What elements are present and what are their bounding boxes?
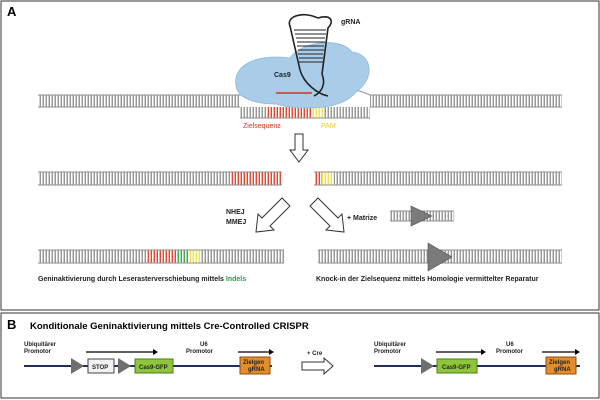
pam-mark	[312, 107, 324, 118]
panel-a-letter: A	[7, 4, 17, 19]
left-cas9gfp-label: Cas9-GFP	[139, 365, 168, 371]
repair-template	[390, 205, 454, 227]
right-u6-line2: Promotor	[496, 349, 524, 355]
panel-b-frame	[0, 312, 600, 399]
right-promotor-line1: Ubiquitärer	[374, 342, 407, 348]
right-promotor-line2: Promotor	[374, 349, 402, 355]
nhej-label: NHEJ	[226, 209, 245, 216]
caption-right: Knock-in der Zielsequenz mittels Homolog…	[316, 276, 539, 283]
dna-row-3-left	[38, 249, 284, 264]
cre-label: + Cre	[307, 351, 323, 357]
cas9-label: Cas9	[274, 72, 291, 79]
grna-box-left	[239, 356, 271, 375]
construct-right: Ubiquitärer Promotor Cas9-GFP U6 Promoto…	[374, 342, 580, 375]
zielsequenz-label: Zielsequenz	[243, 123, 281, 130]
matrize-label: + Matrize	[347, 215, 377, 222]
cre-arrow-icon	[301, 356, 334, 376]
pam-label: PAM	[321, 123, 336, 130]
cas9gfp-box-left	[134, 358, 174, 374]
construct-left: Ubiquitärer Promotor STOP Cas9-GFP U6 Pr…	[24, 342, 274, 375]
panel-b-title: Konditionale Geninaktivierung mittels Cr…	[30, 321, 309, 332]
right-cas9gfp-label: Cas9-GFP	[442, 365, 471, 371]
right-ziel-line2: gRNA	[554, 367, 571, 373]
left-ziel-line2: gRNA	[248, 367, 265, 373]
stop-box	[87, 358, 115, 374]
down-arrow-icon	[289, 133, 309, 163]
dna-row-2	[38, 171, 562, 186]
left-promotor-line2: Promotor	[24, 349, 52, 355]
left-ziel-line1: Zielgen	[243, 360, 264, 366]
arrow-left-down-icon	[255, 197, 291, 233]
grna-label: gRNA	[341, 19, 360, 26]
grna-hairpin	[276, 13, 332, 97]
dna-row-1	[38, 85, 562, 119]
grna-box-right	[545, 356, 577, 375]
left-u6-line1: U6	[200, 342, 208, 348]
right-ziel-line1: Zielgen	[549, 360, 570, 366]
cas9gfp-box-right	[436, 358, 478, 374]
dna-row-3-right	[318, 242, 562, 272]
right-u6-line1: U6	[506, 342, 514, 348]
caption-left: Geninaktivierung durch Leserasterverschi…	[38, 276, 246, 283]
mmej-label: MMEJ	[226, 219, 246, 226]
arrow-right-down-icon	[309, 197, 345, 233]
stop-label: STOP	[92, 365, 108, 371]
panel-b-letter: B	[7, 317, 16, 332]
left-promotor-line1: Ubiquitärer	[24, 342, 57, 348]
left-u6-line2: Promotor	[186, 349, 214, 355]
target-sequence-mark	[268, 107, 312, 118]
indels-word: Indels	[226, 276, 246, 283]
